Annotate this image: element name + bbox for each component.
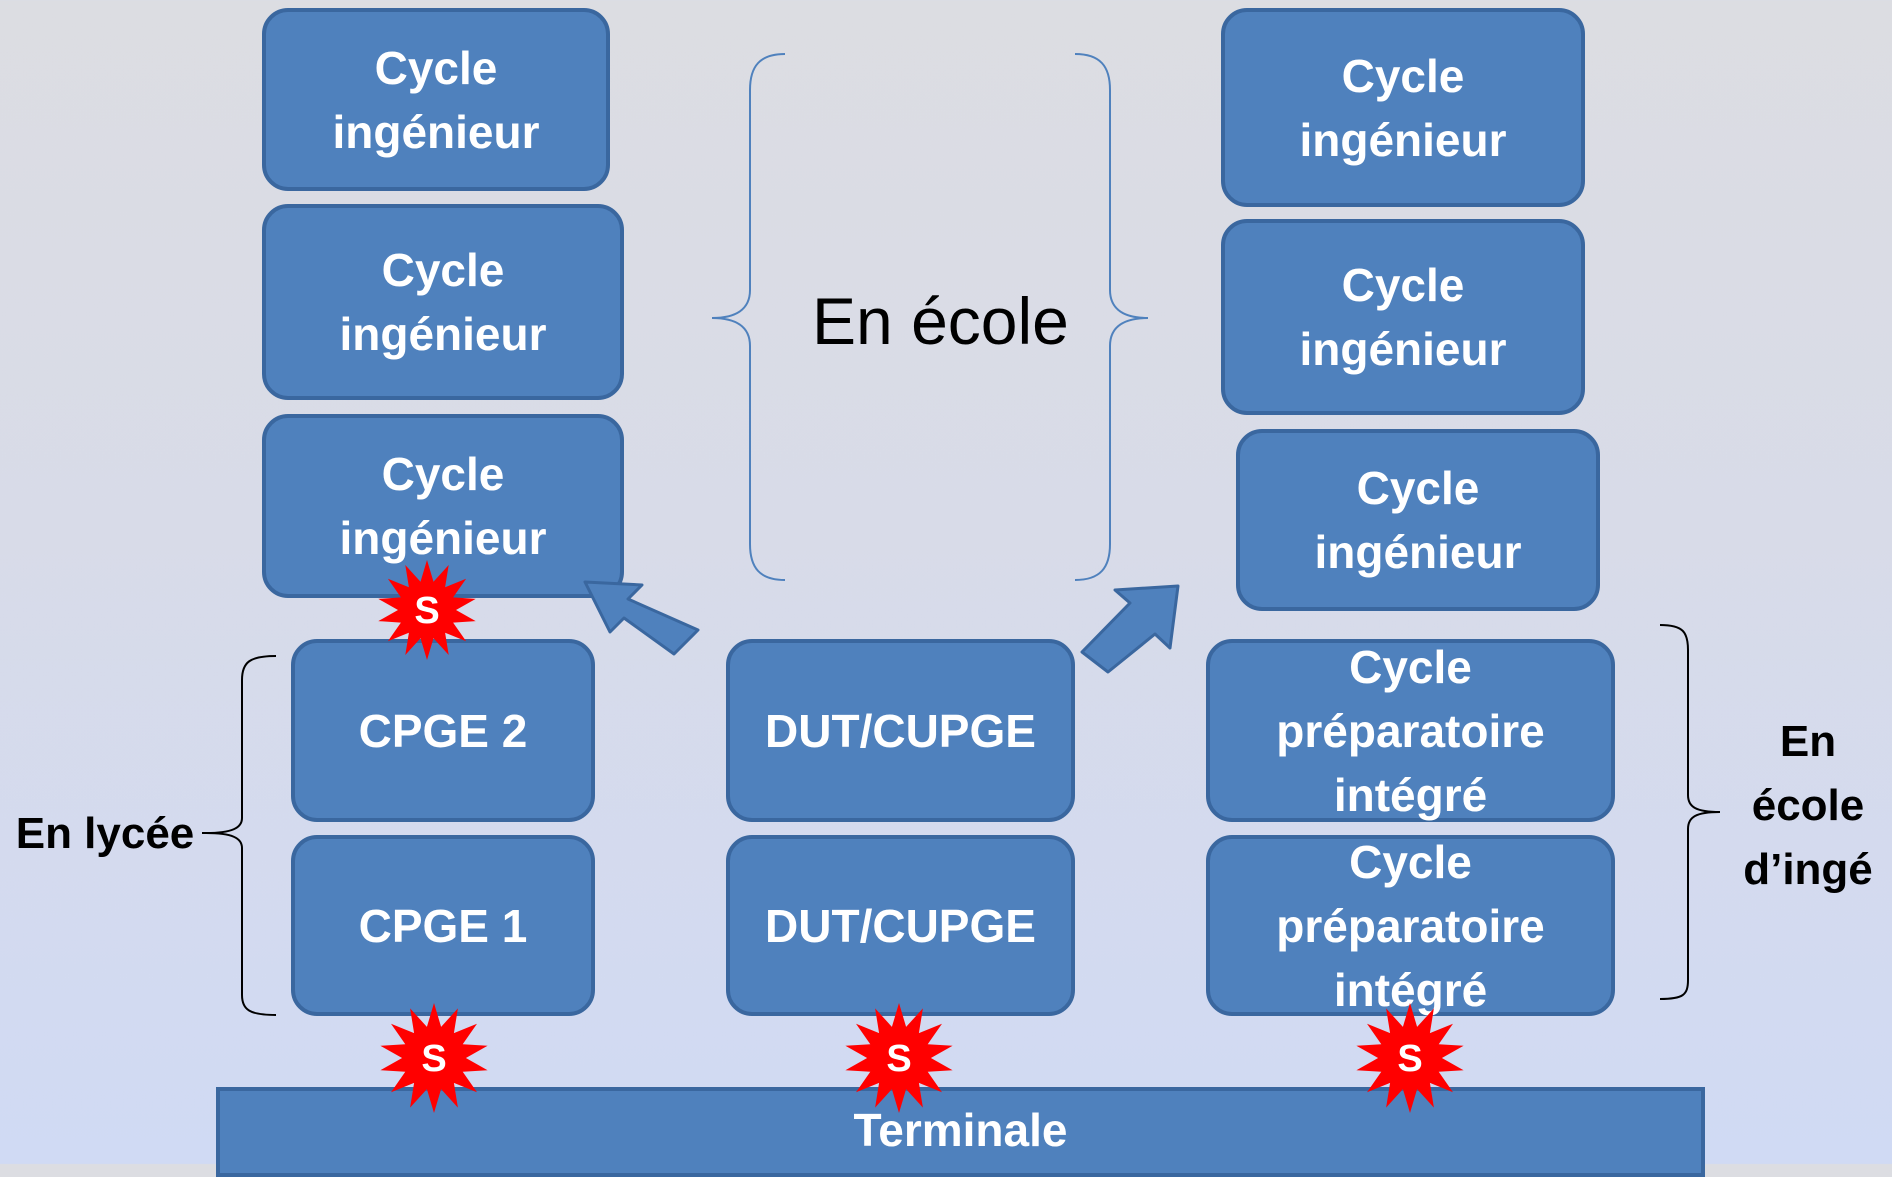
left-cycle-ingenieur-1-label: Cycle ingénieur: [332, 41, 540, 158]
right-cycle-ingenieur-3-label: Cycle ingénieur: [1314, 462, 1522, 578]
prepa-integre-bottom-label: Cycle préparatoire intégré: [1276, 835, 1545, 1016]
terminale-label: Terminale: [853, 1104, 1068, 1156]
selection-burst-prepa-label: S: [1397, 1038, 1422, 1080]
arrow-up-right: [1080, 584, 1180, 674]
prepa-integre-top-label: Cycle préparatoire intégré: [1276, 640, 1545, 821]
selection-burst-cycle-label: S: [414, 590, 439, 632]
selection-burst-prepa: S: [1356, 1003, 1464, 1113]
right-cycle-ingenieur-3: Cycle ingénieur: [1236, 429, 1600, 611]
dut-cupge-top-label: DUT/CUPGE: [765, 704, 1036, 757]
left-cycle-ingenieur-3-label: Cycle ingénieur: [339, 448, 547, 564]
dut-cupge-bottom-label: DUT/CUPGE: [765, 899, 1036, 952]
en-ecole-label: En école: [812, 284, 1069, 358]
selection-burst-cycle: S: [378, 560, 476, 660]
prepa-integre-top-box: Cycle préparatoire intégré: [1206, 639, 1615, 822]
cpge2-label: CPGE 2: [358, 704, 528, 757]
selection-burst-cpge-label: S: [421, 1038, 446, 1080]
right-cycle-ingenieur-2: Cycle ingénieur: [1221, 219, 1585, 415]
selection-burst-prepa-star: [1356, 1003, 1464, 1113]
right-cycle-ingenieur-1-label: Cycle ingénieur: [1299, 49, 1507, 166]
right-cycle-ingenieur-1: Cycle ingénieur: [1221, 8, 1585, 207]
dut-cupge-top-box: DUT/CUPGE: [726, 639, 1075, 822]
ecole-brace-left: [711, 53, 786, 581]
ecole-brace-right: [1074, 53, 1149, 581]
selection-burst-cpge-star: [380, 1003, 488, 1113]
left-cycle-ingenieur-2-label: Cycle ingénieur: [339, 244, 547, 360]
selection-burst-cycle-star: [378, 560, 476, 660]
lycee-brace: [205, 655, 277, 1016]
selection-burst-dut-label: S: [886, 1038, 911, 1080]
left-cycle-ingenieur-1: Cycle ingénieur: [262, 8, 610, 191]
ecole-inge-brace: [1659, 624, 1721, 1000]
arrow-up-left: [583, 580, 700, 656]
dut-cupge-bottom-box: DUT/CUPGE: [726, 835, 1075, 1016]
selection-burst-dut: S: [845, 1003, 953, 1113]
right-cycle-ingenieur-2-label: Cycle ingénieur: [1299, 259, 1507, 375]
cpge1-box: CPGE 1: [291, 835, 595, 1016]
left-cycle-ingenieur-2: Cycle ingénieur: [262, 204, 624, 400]
selection-burst-dut-star: [845, 1003, 953, 1113]
cpge2-box: CPGE 2: [291, 639, 595, 822]
selection-burst-cpge: S: [380, 1003, 488, 1113]
cpge1-label: CPGE 1: [358, 899, 528, 952]
en-ecole-dinge-label: En école d’ingé: [1743, 717, 1873, 894]
en-lycee-label: En lycée: [15, 809, 195, 858]
